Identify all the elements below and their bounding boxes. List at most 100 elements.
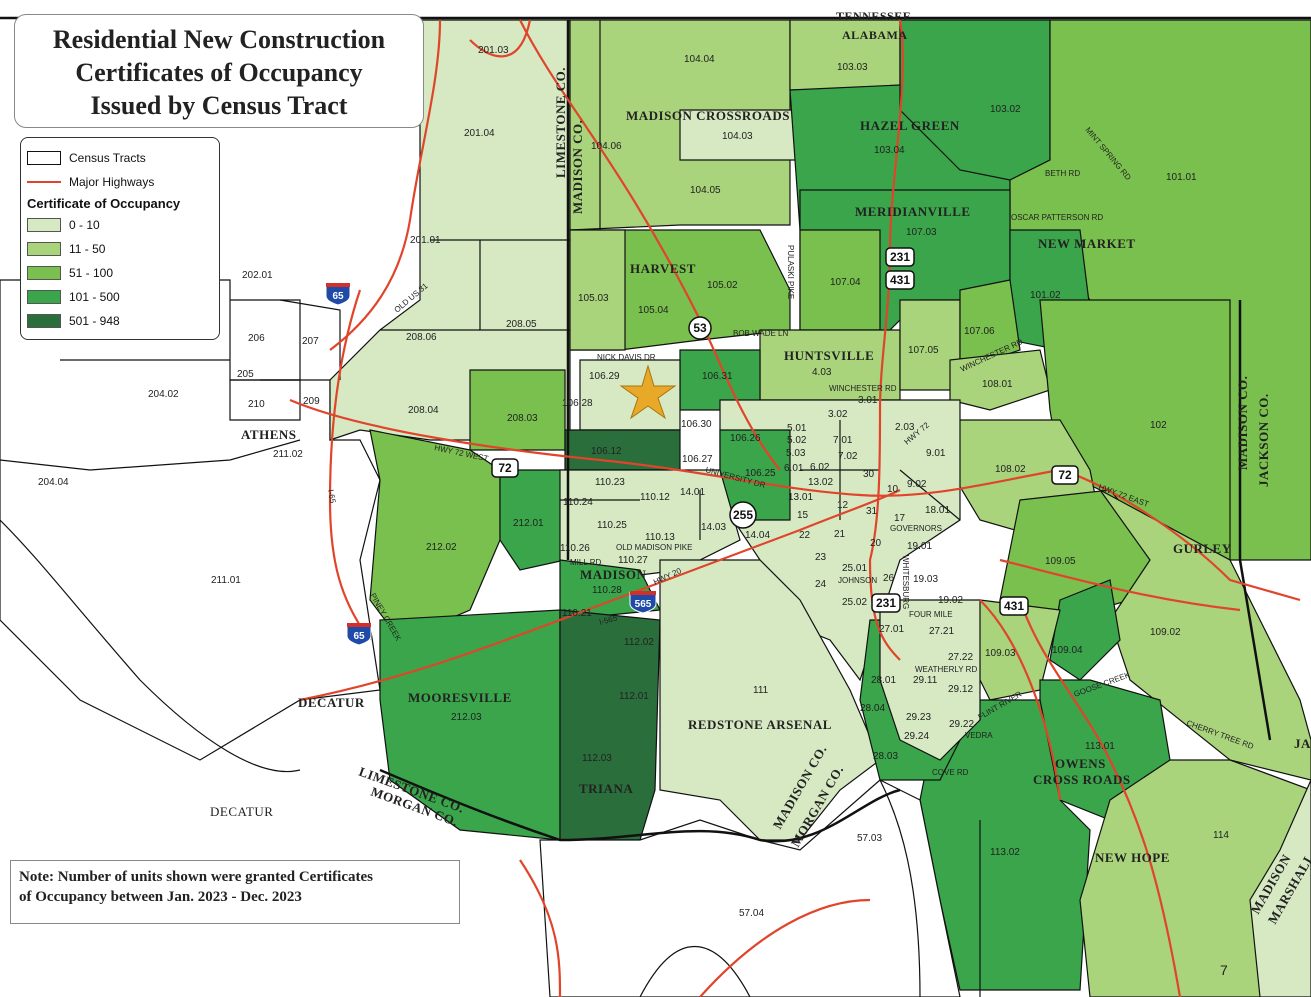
shield-label: 53 [693,321,707,335]
tract-label: 29.24 [904,731,929,742]
legend-class-item: 11 - 50 [27,237,213,261]
location-star-icon [619,364,677,420]
legend-label: 11 - 50 [69,242,106,256]
tract-label: 103.02 [990,104,1021,115]
tract-label: 112.01 [619,691,649,702]
interstate-shield: 65 [346,623,372,646]
place-label: JA [1294,736,1311,751]
tract-label: 101.01 [1166,172,1197,183]
tract-label: 29.12 [948,684,973,695]
us-shield: 231 [885,247,915,267]
color-swatch [27,242,61,256]
tract-region-c3-21201 [499,469,566,571]
tract-label: 104.05 [690,185,721,196]
tract-label: 211.01 [211,575,241,586]
tract-label: 25.02 [842,597,867,608]
tract-region-c2-21202 [369,429,501,641]
tract-region-c1-10902 [1099,489,1311,781]
tract-label: 26 [883,573,895,584]
legend-label: 101 - 500 [69,290,120,304]
tract-label: 205 [237,369,254,380]
tract-label: 105.03 [578,293,609,304]
legend-class-item: 0 - 10 [27,213,213,237]
highways [289,19,1301,997]
place-label: NEW MARKET [1038,236,1136,251]
shield-label: 431 [1004,599,1024,613]
color-swatch [27,266,61,280]
tract-label: 106.31 [702,371,733,382]
shield-label: 65 [353,631,365,642]
tract-label: 105.02 [707,280,738,291]
tract-label: 14.04 [745,530,770,541]
tract-label: 204.04 [38,477,69,488]
tract-label: 10 [887,484,899,495]
shield-label: 65 [332,291,344,302]
tract-label: 110.21 [562,608,592,619]
color-swatch [27,290,61,304]
tract-label: 108.02 [995,464,1026,475]
legend-class-item: 501 - 948 [27,309,213,333]
us-shield: 231 [871,593,901,613]
place-label: LIMESTONE CO. [553,67,568,178]
road-label: WINCHESTER RD [829,384,897,393]
tract-label: 208.03 [507,413,538,424]
legend-label: 0 - 10 [69,218,100,232]
tract-label: 106.12 [591,446,622,457]
map-title: Residential New Construction Certificate… [14,14,424,128]
place-label: MERIDIANVILLE [855,204,971,219]
tract-label: 3.02 [828,409,848,420]
tract-label: 29.11 [913,675,938,686]
place-label: REDSTONE ARSENAL [688,717,832,732]
tract-label: 110.13 [645,532,675,543]
road-label: WHITESBURG [901,555,910,609]
tract-label: 5.02 [787,435,807,446]
tract-label: 212.01 [513,518,544,529]
road-label: GOVERNORS [890,524,942,533]
tract-label: 212.02 [426,542,457,553]
tract-polygons [0,19,1311,997]
shield-label: 565 [635,599,652,610]
tract-label: 5.01 [787,423,807,434]
tract-region-c1-10503 [569,229,626,351]
tract-label: 111 [753,685,769,696]
legend-label: 501 - 948 [69,314,120,328]
place-label: MADISON CO. [570,120,585,214]
tract-label: 28.04 [860,703,885,714]
legend-class-item: 51 - 100 [27,261,213,285]
tract-label: 5.03 [786,448,806,459]
place-label: HUNTSVILLE [784,348,874,363]
place-label: OWENS [1055,756,1106,771]
tract-label: 106.25 [745,468,776,479]
road-label: PULASKI PIKE [786,245,795,299]
tract-label: 106.26 [730,433,761,444]
tract-label: 6.01 [784,463,804,474]
road-label: VEDRA [965,731,993,740]
tract-label: 110.27 [618,555,648,566]
tract-region-c4-10612 [564,429,681,471]
place-label: HARVEST [630,261,696,276]
tract-label: 109.05 [1045,556,1076,567]
tract-label: 106.27 [682,454,713,465]
tract-label: 18.01 [925,505,950,516]
road-label: MILL RD [570,558,601,567]
tract-label: 9.02 [907,479,927,490]
tract-label: 101.02 [1030,290,1061,301]
tract-labels: 201.03 104.04 103.03 103.02 201.04 104.0… [38,45,1229,919]
tract-label: 110.24 [563,497,593,508]
place-label: JACKSON CO. [1256,393,1271,487]
footnote-line: of Occupancy between Jan. 2023 - Dec. 20… [19,889,302,905]
tract-region-west-white [0,279,381,761]
tract-label: 110.25 [597,520,627,531]
tract-label: 106.29 [589,371,620,382]
tract-label: 104.06 [591,141,622,152]
tract-label: 29.23 [906,712,931,723]
shield-label: 72 [498,461,512,475]
page-number: 7 [1220,962,1228,978]
tract-label: 110.23 [595,477,625,488]
footnote-line: Note: Number of units shown were granted… [19,869,373,885]
tract-label: 114 [1213,830,1229,841]
place-label: CROSS ROADS [1033,772,1131,787]
tract-label: 28.03 [873,751,898,762]
road-label: OSCAR PATTERSON RD [1011,213,1103,222]
highway-line-swatch [27,181,61,183]
